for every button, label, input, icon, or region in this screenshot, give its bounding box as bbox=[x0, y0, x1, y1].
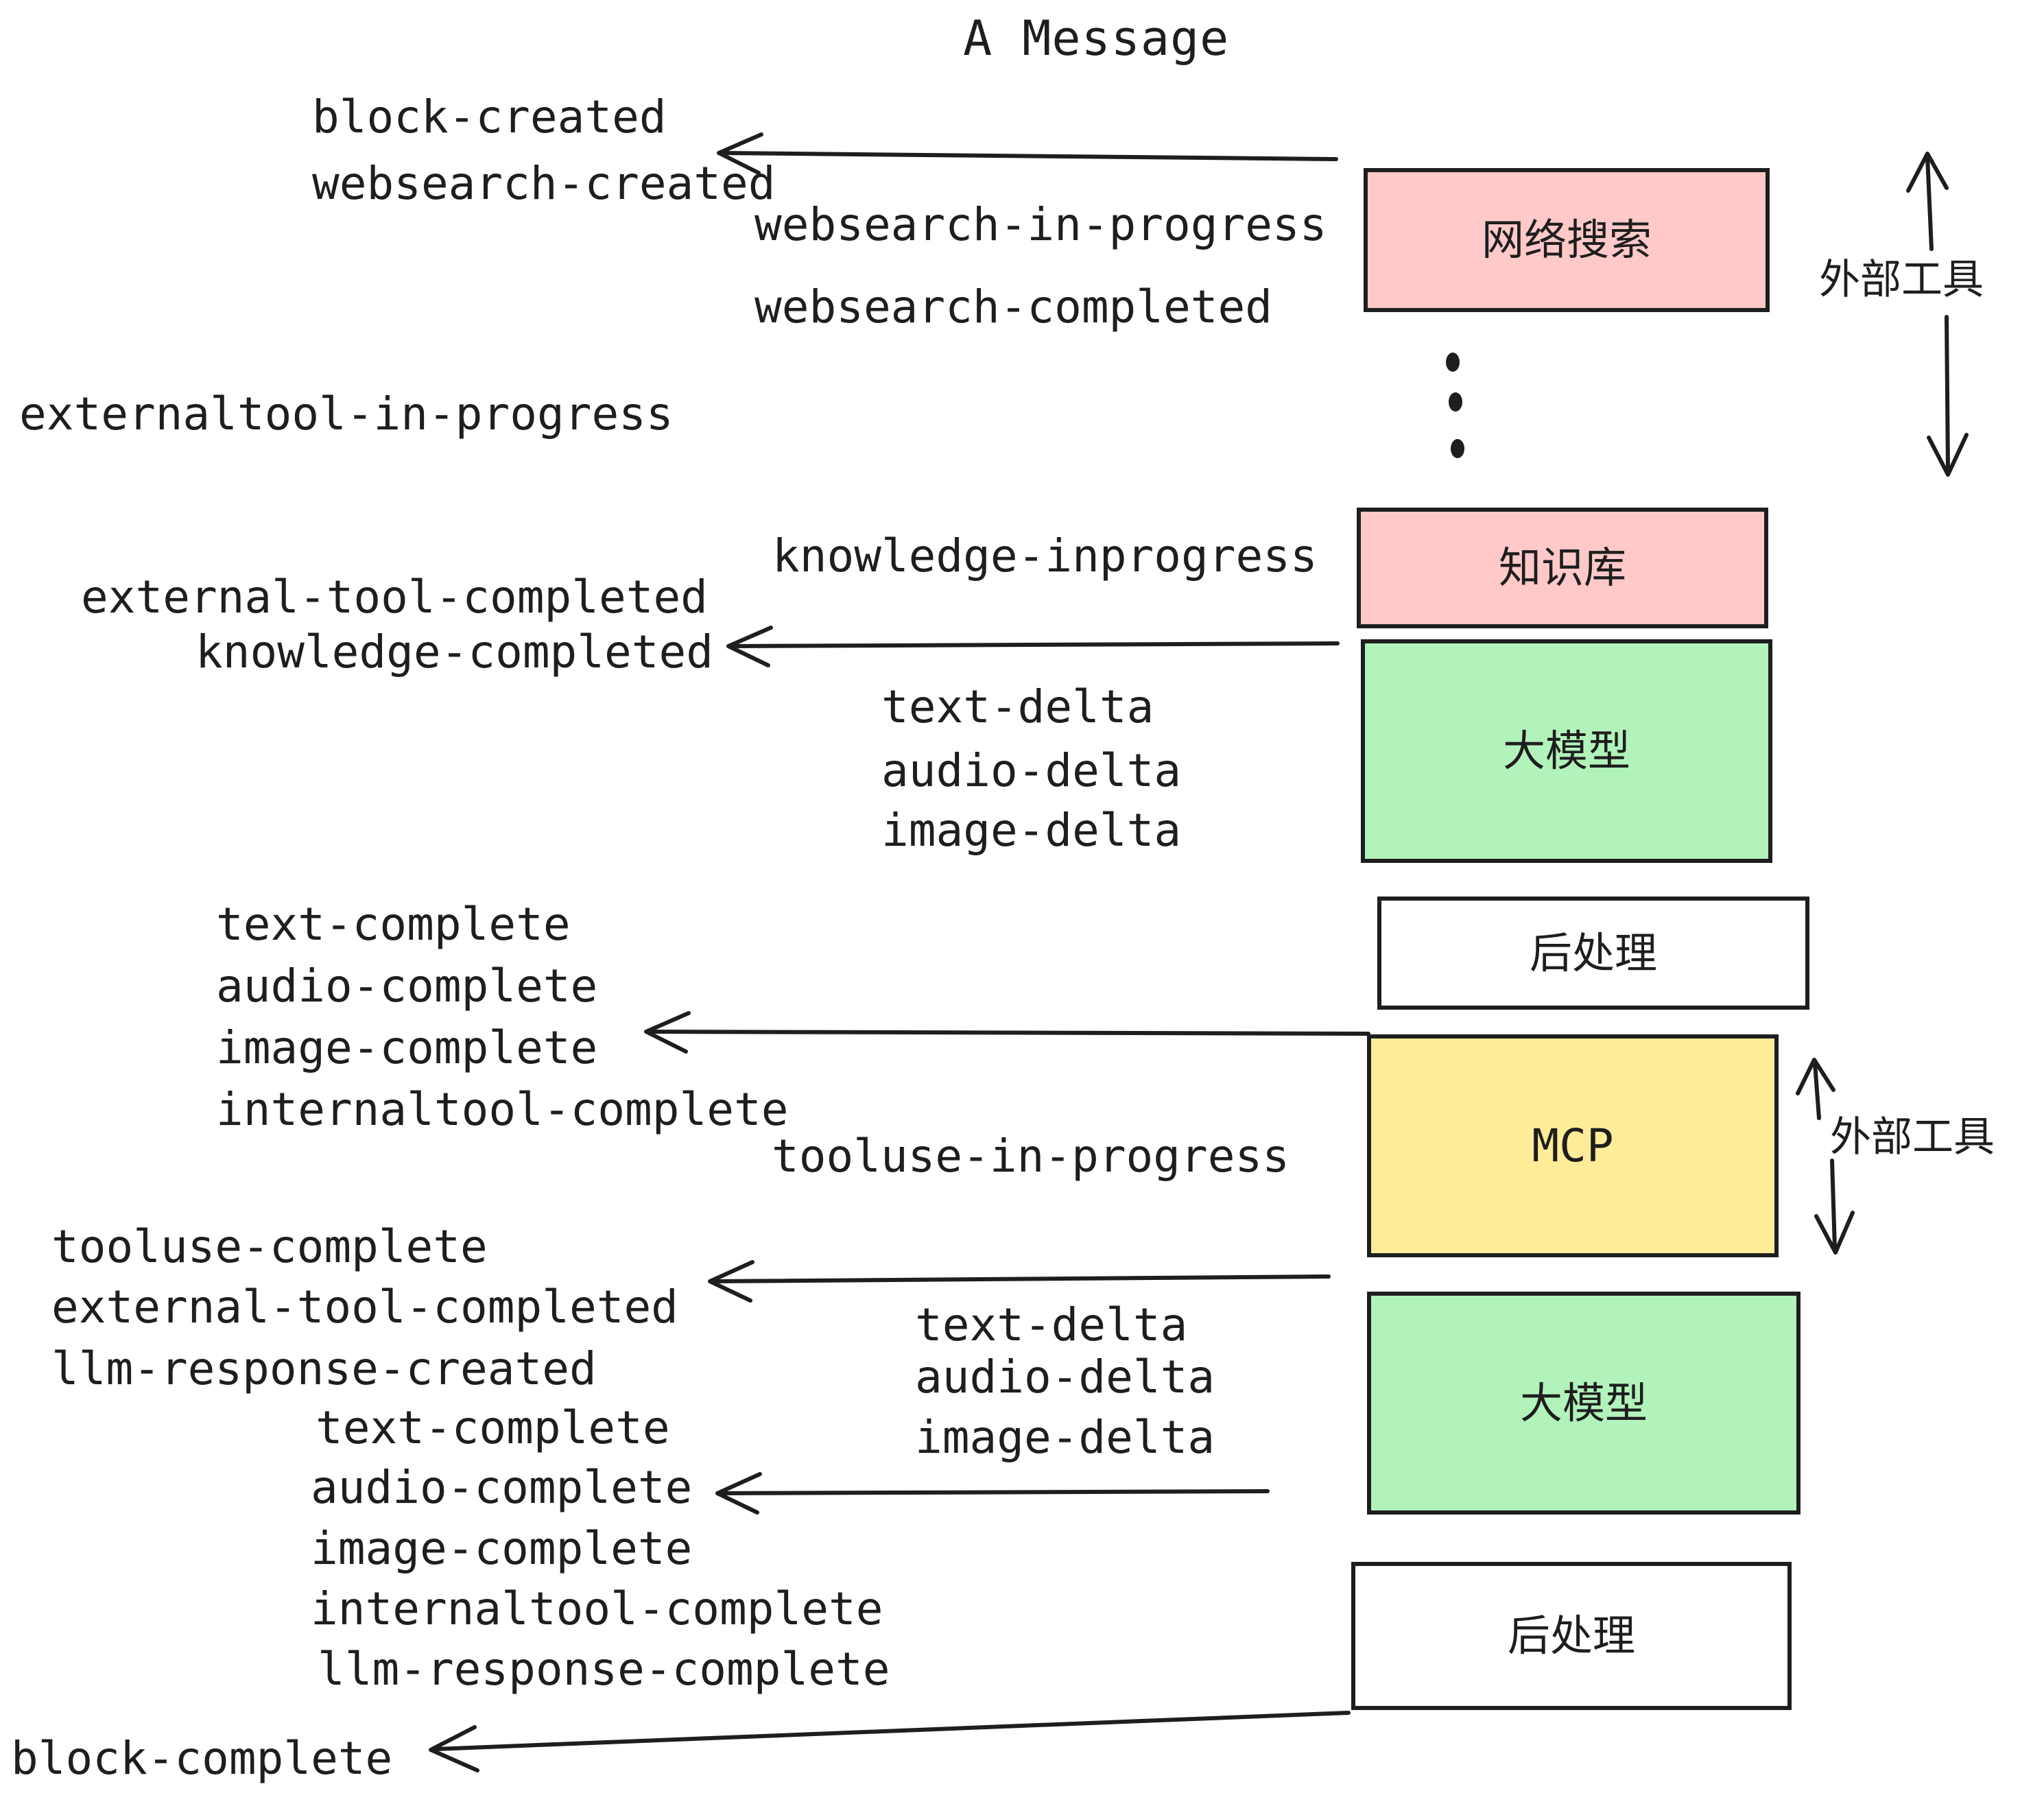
event-knowledge-inprogress: knowledge-inprogress bbox=[772, 530, 1318, 582]
event-block-created: block-created bbox=[312, 91, 667, 143]
event-knowledge-completed: knowledge-completed bbox=[195, 626, 713, 678]
event-audio-complete-1: audio-complete bbox=[216, 960, 598, 1012]
event-text-complete-1: text-complete bbox=[216, 898, 571, 951]
event-image-delta-1: image-delta bbox=[881, 804, 1182, 857]
arrow-mcp-to-tooluse-complete bbox=[708, 1260, 1331, 1303]
external-tools-label-1: 外部工具 bbox=[1819, 256, 1984, 304]
box-post-2: 后处理 bbox=[1351, 1562, 1792, 1710]
event-text-delta-2: text-delta bbox=[915, 1298, 1188, 1351]
external-tools-down-arrow-2 bbox=[1814, 1159, 1855, 1255]
box-llm-2-label: 大模型 bbox=[1519, 1377, 1648, 1428]
vertical-ellipsis-dots bbox=[1446, 353, 1464, 458]
event-llm-response-created: llm-response-created bbox=[51, 1342, 597, 1395]
event-externaltool-in-progress: externaltool-in-progress bbox=[19, 388, 674, 440]
external-tools-up-arrow-2 bbox=[1796, 1058, 1835, 1120]
event-text-delta-1: text-delta bbox=[881, 680, 1154, 733]
event-external-tool-completed-1: external-tool-completed bbox=[81, 571, 708, 624]
event-image-complete-2: image-complete bbox=[311, 1522, 693, 1575]
external-tools-up-arrow-1 bbox=[1906, 152, 1949, 251]
box-knowledge-label: 知识库 bbox=[1498, 543, 1626, 593]
box-llm-2: 大模型 bbox=[1367, 1292, 1801, 1515]
box-knowledge: 知识库 bbox=[1357, 508, 1768, 628]
arrow-websearch-to-created bbox=[717, 132, 1338, 175]
event-text-complete-2: text-complete bbox=[316, 1401, 670, 1454]
event-audio-delta-1: audio-delta bbox=[881, 744, 1182, 797]
event-block-complete: block-complete bbox=[11, 1732, 393, 1785]
arrow-llm1-to-complete bbox=[644, 1011, 1370, 1054]
event-internaltool-complete-2: internaltool-complete bbox=[311, 1582, 883, 1635]
box-llm-1-label: 大模型 bbox=[1502, 726, 1630, 776]
box-mcp: MCP bbox=[1367, 1034, 1779, 1257]
event-websearch-created: websearch-created bbox=[312, 157, 776, 210]
box-websearch-label: 网络搜索 bbox=[1481, 215, 1652, 265]
event-image-delta-2: image-delta bbox=[915, 1411, 1215, 1464]
arrow-post2-to-block-complete bbox=[429, 1711, 1351, 1772]
arrow-knowledge-to-completed bbox=[726, 626, 1340, 667]
event-internaltool-complete-1: internaltool-complete bbox=[216, 1083, 789, 1136]
box-llm-1: 大模型 bbox=[1361, 639, 1772, 863]
external-tools-label-2: 外部工具 bbox=[1830, 1113, 1995, 1161]
event-llm-response-complete: llm-response-complete bbox=[318, 1643, 890, 1696]
event-image-complete-1: image-complete bbox=[216, 1021, 598, 1074]
box-post-1-label: 后处理 bbox=[1529, 927, 1657, 978]
external-tools-down-arrow-1 bbox=[1927, 315, 1969, 477]
event-tooluse-complete: tooluse-complete bbox=[51, 1220, 488, 1273]
box-websearch: 网络搜索 bbox=[1364, 168, 1770, 312]
event-audio-delta-2: audio-delta bbox=[915, 1351, 1215, 1403]
event-websearch-in-progress: websearch-in-progress bbox=[754, 198, 1327, 251]
diagram-title: A Message bbox=[963, 10, 1230, 67]
event-websearch-completed: websearch-completed bbox=[754, 281, 1272, 333]
box-mcp-label: MCP bbox=[1532, 1119, 1614, 1172]
arrow-llm2-to-complete bbox=[715, 1472, 1270, 1515]
box-post-1: 后处理 bbox=[1377, 897, 1809, 1010]
event-audio-complete-2: audio-complete bbox=[311, 1461, 693, 1514]
event-external-tool-completed-2: external-tool-completed bbox=[51, 1281, 678, 1333]
event-tooluse-in-progress: tooluse-in-progress bbox=[772, 1130, 1290, 1183]
box-post-2-label: 后处理 bbox=[1507, 1611, 1635, 1661]
